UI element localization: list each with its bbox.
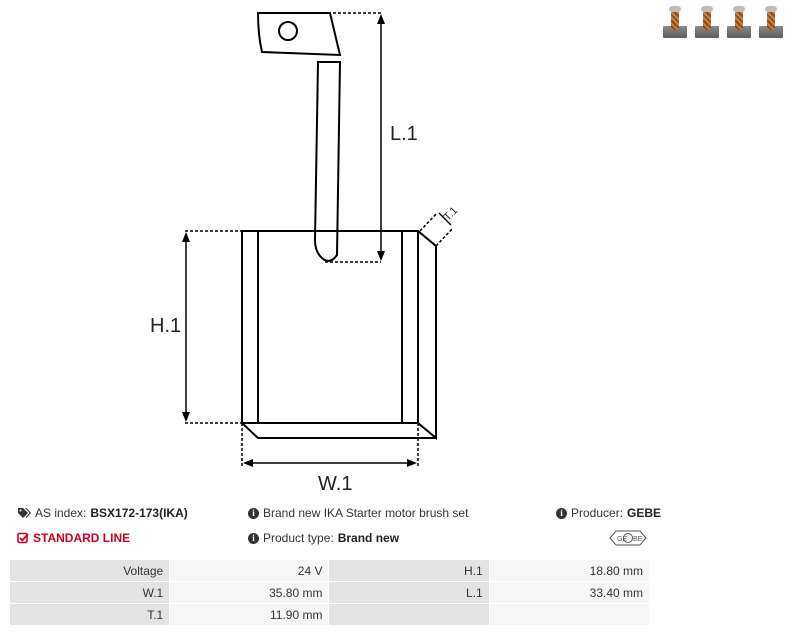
- product-thumbnail[interactable]: [660, 4, 690, 38]
- info-icon: i: [248, 532, 259, 544]
- gebe-logo: GE BE: [609, 530, 647, 546]
- producer-info: i Producer: GEBE: [556, 506, 661, 520]
- t1-label: T.1: [442, 205, 461, 224]
- spec-label: L.1: [329, 582, 489, 603]
- specification-table: Voltage 24 V H.1 18.80 mm W.1 35.80 mm L…: [10, 559, 649, 626]
- as-index-label: AS index:: [35, 506, 87, 520]
- brush-side-face: [417, 230, 437, 441]
- producer-value: GEBE: [627, 506, 662, 520]
- spec-value: 24 V: [170, 560, 329, 581]
- spec-label: H.1: [329, 560, 489, 581]
- producer-label: Producer:: [571, 506, 624, 520]
- product-description: Brand new IKA Starter motor brush set: [263, 506, 469, 520]
- w1-label: W.1: [318, 473, 352, 495]
- standard-line-label: STANDARD LINE: [33, 531, 131, 545]
- spec-value: 33.40 mm: [489, 582, 649, 603]
- as-index-value: BSX172-173(IKA): [90, 506, 188, 520]
- product-type-value: Brand new: [337, 531, 400, 545]
- description-info: i Brand new IKA Starter motor brush set: [248, 506, 468, 520]
- spec-label: [329, 604, 489, 625]
- tags-icon: [17, 507, 31, 519]
- braided-wire: [313, 61, 342, 262]
- spec-label: W.1: [10, 582, 170, 603]
- h1-label: H.1: [150, 315, 181, 337]
- brush-technical-drawing: L.1 H.1 W.1 T.1: [150, 12, 461, 495]
- svg-text:BE: BE: [633, 536, 643, 543]
- brush-bottom-face: [241, 422, 436, 439]
- spec-value: 18.80 mm: [489, 560, 649, 581]
- check-square-icon: [17, 532, 29, 544]
- lug-hole: [278, 21, 298, 41]
- terminal-lug: [256, 12, 342, 57]
- spec-value: [489, 604, 649, 625]
- t1-dimension-line: [438, 212, 452, 226]
- brush-body: [241, 230, 419, 424]
- table-row: T.1 11.90 mm: [10, 604, 649, 625]
- product-type-info: i Product type: Brand new: [248, 531, 399, 545]
- as-index-info: AS index: BSX172-173(IKA): [17, 506, 188, 520]
- product-thumbnail[interactable]: [692, 4, 722, 38]
- spec-label: T.1: [10, 604, 170, 625]
- svg-text:GE: GE: [617, 536, 627, 543]
- info-icon: i: [248, 507, 259, 519]
- product-type-label: Product type:: [263, 531, 334, 545]
- l1-label: L.1: [390, 123, 418, 145]
- info-icon: i: [556, 507, 567, 519]
- product-thumbnail[interactable]: [756, 4, 786, 38]
- spec-value: 11.90 mm: [170, 604, 329, 625]
- product-thumbnail[interactable]: [724, 4, 754, 38]
- table-row: Voltage 24 V H.1 18.80 mm: [10, 560, 649, 581]
- thumbnail-strip: [660, 4, 786, 38]
- table-row: W.1 35.80 mm L.1 33.40 mm: [10, 582, 649, 603]
- spec-label: Voltage: [10, 560, 170, 581]
- standard-line-info: STANDARD LINE: [17, 531, 130, 545]
- spec-value: 35.80 mm: [170, 582, 329, 603]
